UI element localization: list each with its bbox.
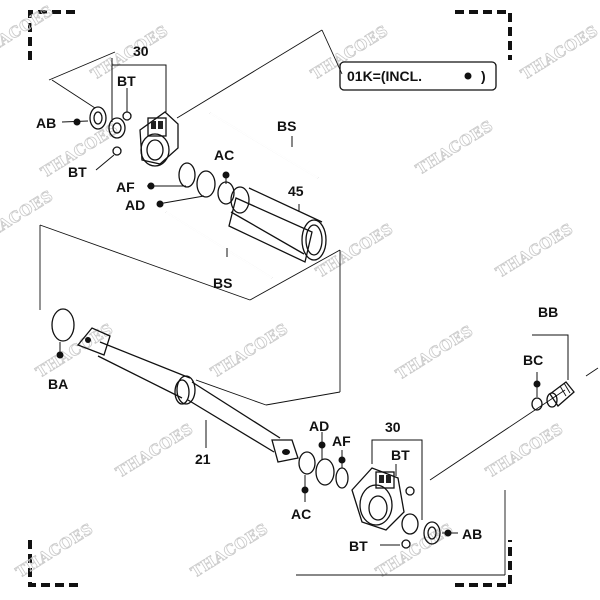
dot-bc-icon: [533, 380, 541, 388]
guide-lines: [39, 29, 566, 576]
label-ad-top: AD: [125, 197, 145, 213]
dot-af-bot-icon: [338, 456, 346, 464]
watermark-6: THACOES: [413, 117, 497, 179]
label-bs-top: BS: [277, 118, 296, 134]
legend-close: ): [481, 68, 486, 84]
label-ac-bot: AC: [291, 506, 311, 522]
bottom-seals: [401, 486, 441, 549]
watermark-15: THACOES: [13, 520, 97, 582]
label-bc: BC: [523, 352, 543, 368]
ring-ba: [51, 308, 75, 342]
label-ad-bot: AD: [309, 418, 329, 434]
dot-ac-top-icon: [222, 171, 230, 179]
dot-ba-icon: [56, 351, 64, 359]
label-bs-mid: BS: [213, 275, 232, 291]
label-af-bot: AF: [332, 433, 351, 449]
dot-ab-bot-icon: [444, 529, 452, 537]
top-valve-housing: [139, 111, 179, 167]
label-af-top: AF: [116, 179, 135, 195]
watermark-9: THACOES: [493, 220, 577, 282]
watermark-14: THACOES: [483, 420, 567, 482]
dot-ad-top-icon: [156, 200, 164, 208]
dot-ac-bot-icon: [301, 486, 309, 494]
watermark-10: THACOES: [33, 320, 117, 382]
fitting-bb: [531, 367, 599, 411]
label-ab-top: AB: [36, 115, 56, 131]
watermark-7: THACOES: [0, 187, 57, 249]
tie-rods: [165, 112, 319, 279]
label-45: 45: [288, 183, 304, 199]
bottom-valve-housing: [351, 467, 405, 531]
label-bt-top-2: BT: [68, 164, 87, 180]
label-30-top: 30: [133, 43, 149, 59]
watermark-12: THACOES: [393, 322, 477, 384]
label-bt-bot-2: BT: [349, 538, 368, 554]
label-ba: BA: [48, 376, 68, 392]
dot-ab-top-icon: [73, 118, 81, 126]
piston-rod: [76, 327, 299, 463]
watermark-13: THACOES: [113, 420, 197, 482]
legend-dot-icon: [464, 72, 472, 80]
watermark-8: THACOES: [313, 220, 397, 282]
label-ab-bot: AB: [462, 526, 482, 542]
label-21: 21: [195, 451, 211, 467]
watermark-16: THACOES: [188, 520, 272, 582]
label-bt-bot-1: BT: [391, 447, 410, 463]
watermark-4: THACOES: [518, 22, 600, 84]
top-seals: [89, 106, 132, 156]
callout-dots: [56, 118, 541, 537]
label-30-bot: 30: [385, 419, 401, 435]
label-ac-top: AC: [214, 147, 234, 163]
dot-af-top-icon: [147, 182, 155, 190]
legend-text: 01K=(INCL.: [347, 68, 422, 84]
watermark-17: THACOES: [373, 520, 457, 582]
watermarks: THACOES THACOES THACOES THACOES THACOES …: [0, 1, 600, 582]
frame-corners: [28, 10, 512, 587]
cylinder-tube: [228, 186, 327, 263]
part-labels: 30 BT AB BT AF AD AC BS 45 BS BA 21 AD A…: [36, 43, 558, 554]
dot-ad-bot-icon: [318, 441, 326, 449]
legend-box: 01K=(INCL. ): [339, 61, 497, 91]
label-bb: BB: [538, 304, 558, 320]
watermark-11: THACOES: [208, 320, 292, 382]
label-bt-top-1: BT: [117, 73, 136, 89]
leader-lines: [59, 58, 569, 546]
